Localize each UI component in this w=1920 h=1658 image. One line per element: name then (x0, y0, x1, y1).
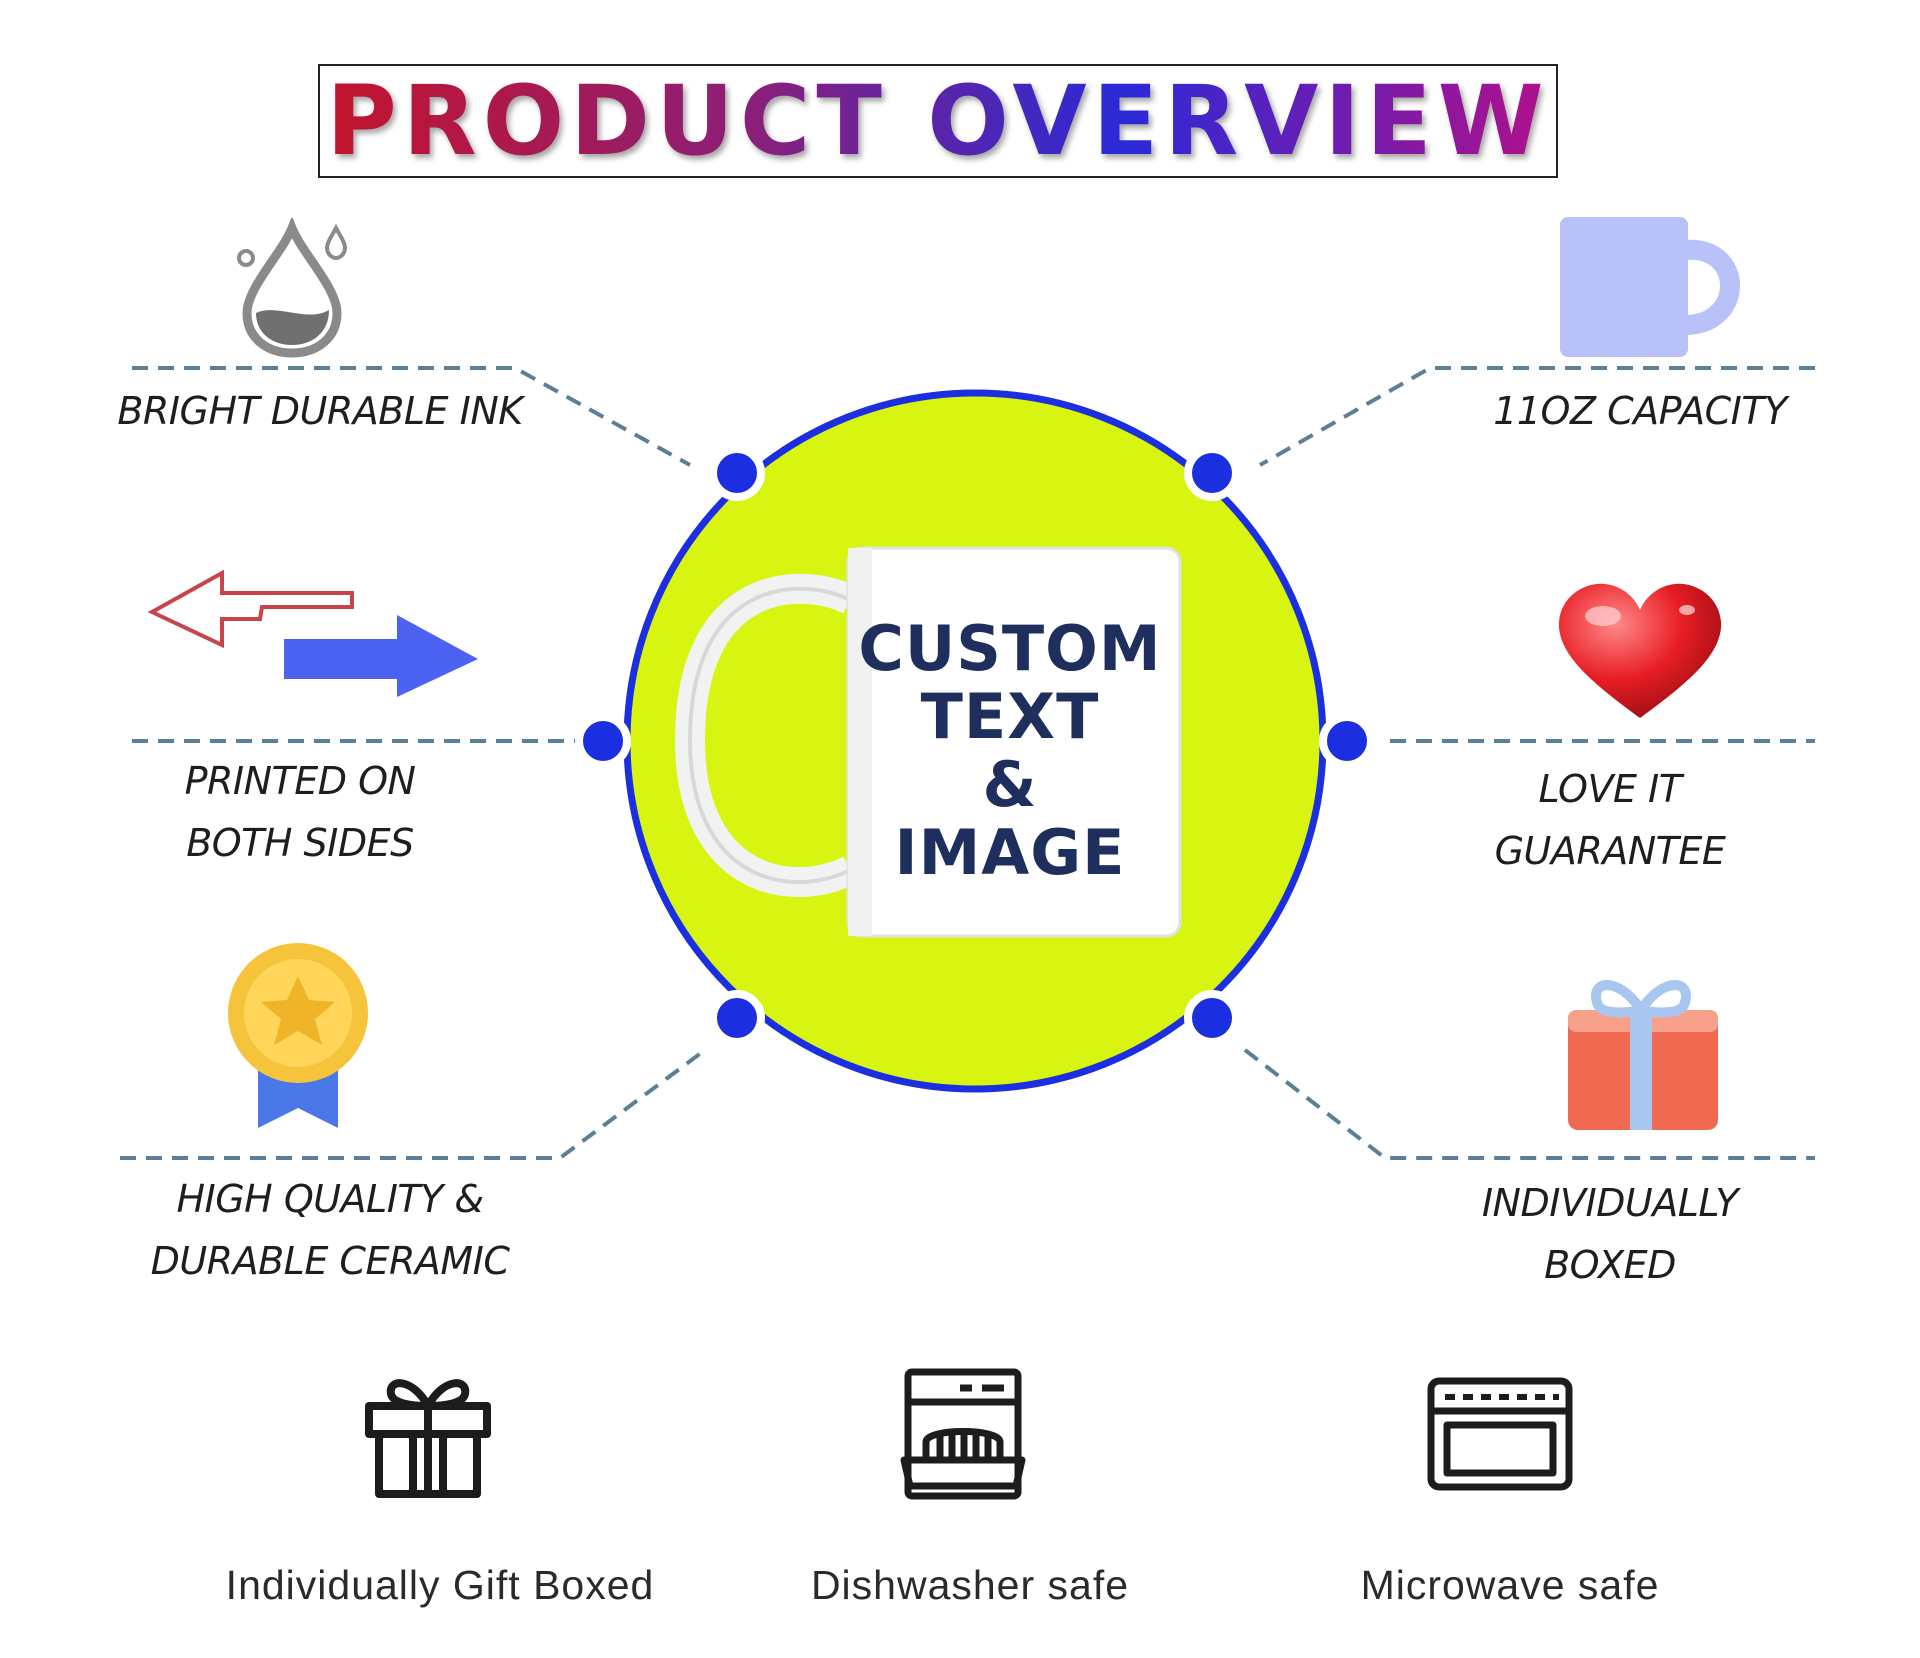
water-drop-icon (237, 218, 348, 358)
connector-dot-bottom-right (1184, 990, 1240, 1046)
mug-text-line: IMAGE (894, 816, 1126, 889)
mug-text-line: TEXT (920, 680, 1100, 753)
gift-box-icon (1568, 980, 1718, 1130)
mug-image (674, 546, 1182, 938)
feature-label-capacity: 11OZ CAPACITY (1440, 380, 1840, 442)
dishwasher-icon (900, 1368, 1026, 1500)
feature-label-printed-both-sides: PRINTED ON BOTH SIDES (120, 750, 480, 874)
feature-label-line: PRINTED ON (184, 759, 416, 803)
mug-icon (1560, 217, 1740, 357)
feature-label-line: INDIVIDUALLY (1481, 1181, 1739, 1225)
feature-label-line: 11OZ CAPACITY (1493, 389, 1787, 433)
double-arrow-icon (147, 569, 478, 697)
medal-icon (228, 943, 368, 1128)
feature-label-line: BOXED (1544, 1243, 1676, 1287)
gift-outline-icon (365, 1379, 491, 1498)
mug-text-line: & (982, 748, 1038, 821)
connector-dot-mid-left (575, 713, 631, 769)
connector-line-bottom-left (120, 1048, 707, 1160)
feature-label-high-quality-ceramic: HIGH QUALITY & DURABLE CERAMIC (110, 1168, 550, 1292)
bottom-label-dishwasher: Dishwasher safe (810, 1562, 1130, 1608)
title-box: PRODUCT OVERVIEW (318, 64, 1558, 178)
page-title: PRODUCT OVERVIEW (326, 65, 1550, 177)
connector-dot-top-right (1184, 445, 1240, 501)
bottom-label-microwave: Microwave safe (1360, 1562, 1660, 1608)
microwave-icon (1427, 1377, 1573, 1491)
connector-dot-top-left (709, 445, 765, 501)
connector-line-bottom-right (1243, 1048, 1815, 1160)
feature-label-line: DURABLE CERAMIC (150, 1239, 510, 1283)
feature-label-line: HIGH QUALITY & (176, 1177, 484, 1221)
bottom-label-gift-boxed: Individually Gift Boxed (225, 1562, 655, 1608)
feature-label-individually-boxed: INDIVIDUALLY BOXED (1440, 1172, 1780, 1296)
feature-label-line: LOVE IT (1538, 767, 1682, 811)
feature-label-bright-durable-ink: BRIGHT DURABLE INK (100, 380, 540, 442)
heart-icon (1558, 583, 1722, 718)
feature-label-line: GUARANTEE (1494, 829, 1726, 873)
connector-dot-mid-right (1319, 713, 1375, 769)
feature-label-love-it-guarantee: LOVE IT GUARANTEE (1440, 758, 1780, 882)
feature-label-line: BOTH SIDES (186, 821, 414, 865)
mug-text-line: CUSTOM (858, 612, 1162, 685)
feature-label-line: BRIGHT DURABLE INK (117, 389, 523, 433)
connector-dot-bottom-left (709, 990, 765, 1046)
mug-text: CUSTOM TEXT & IMAGE (850, 615, 1170, 887)
